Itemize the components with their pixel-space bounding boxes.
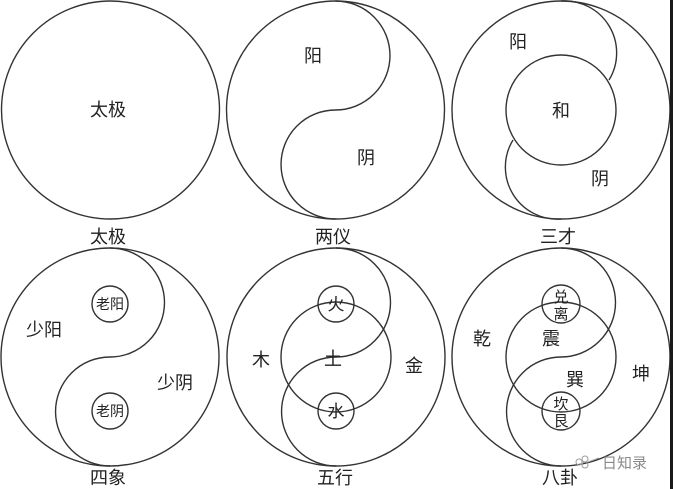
wuxing-middle-circle [280, 301, 392, 413]
wood-label: 木 [252, 350, 270, 371]
metal-label: 金 [405, 356, 423, 377]
wuxing-title: 五行 [317, 468, 353, 489]
right-edge-border [670, 0, 673, 489]
fire-circle [317, 285, 355, 323]
bagua-middle-circle [505, 301, 617, 413]
sixiang-title: 四象 [90, 468, 126, 489]
gen-label: 艮 [553, 412, 568, 430]
wuxing-diagram [226, 247, 446, 467]
taiji-circle [0, 0, 221, 220]
watermark: 日知录 [572, 451, 672, 473]
sancai-lower-curve [504, 139, 562, 220]
old-yin-circle [91, 392, 129, 430]
liangyi-diagram [225, 0, 446, 220]
old-yang-label: 老阳 [96, 297, 124, 313]
li-label: 离 [553, 305, 568, 323]
old-yang-circle [91, 285, 129, 323]
sixiang-s-curve [54, 247, 166, 467]
liangyi-title: 两仪 [315, 227, 351, 248]
bagua-diagram [451, 247, 671, 467]
xun-label: 巽 [566, 370, 584, 391]
kan-gen-circle [541, 391, 581, 431]
taiji-title: 太极 [90, 227, 126, 248]
taiji-center-label: 太极 [90, 100, 126, 121]
bagua-title: 八卦 [542, 468, 578, 489]
sancai-upper-curve [560, 0, 618, 81]
water-label: 水 [328, 402, 345, 422]
sancai-title: 三才 [540, 227, 576, 248]
shao-yang-label: 少阳 [26, 320, 62, 341]
liangyi-yang-label: 阳 [304, 46, 322, 67]
earth-label: 土 [324, 349, 342, 370]
water-circle [317, 392, 355, 430]
wechat-flower-icon [575, 455, 600, 469]
fire-label: 火 [328, 295, 345, 315]
dui-li-circle [541, 284, 581, 324]
dui-label: 兑 [553, 288, 568, 306]
qian-label: 乾 [473, 329, 491, 350]
wuxing-s-curve [280, 247, 392, 467]
bagua-s-curve [505, 247, 617, 467]
shao-yin-label: 少阴 [157, 373, 193, 394]
old-yin-label: 老阴 [96, 404, 124, 420]
sancai-he-label: 和 [552, 101, 570, 122]
liangyi-s-curve [280, 0, 391, 220]
watermark-text: 日知录 [602, 454, 648, 472]
sixiang-diagram [0, 247, 220, 467]
sancai-yin-label: 阴 [591, 169, 609, 190]
sancai-inner-circle [505, 54, 617, 166]
kun-label: 坤 [632, 364, 650, 385]
taiji-diagram [0, 0, 221, 220]
kan-label: 坎 [553, 395, 568, 413]
zhen-label: 震 [542, 329, 560, 350]
liangyi-yin-label: 阴 [357, 148, 375, 169]
sancai-yang-label: 阳 [509, 32, 527, 53]
